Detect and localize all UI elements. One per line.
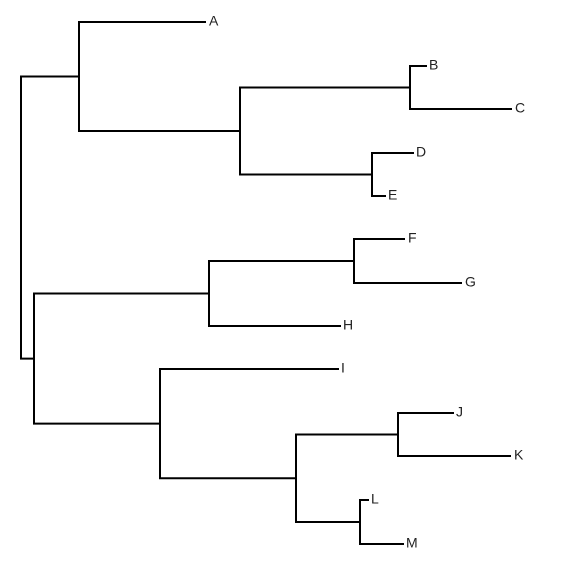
- branch-fghijklm: [33, 292, 210, 425]
- leaf-label-L: L: [371, 491, 379, 507]
- leaf-label-B: B: [429, 57, 438, 73]
- leaf-label-C: C: [515, 100, 525, 116]
- leaf-label-A: A: [209, 13, 219, 29]
- leaf-label-K: K: [514, 447, 524, 463]
- leaf-label-I: I: [341, 360, 345, 376]
- leaf-label-E: E: [388, 187, 397, 203]
- leaf-label-M: M: [406, 535, 418, 551]
- branch-bcde: [239, 86, 411, 176]
- leaf-label-H: H: [343, 317, 353, 333]
- leaf-label-D: D: [416, 144, 426, 160]
- dendrogram-branches: [20, 21, 512, 545]
- branch-jk: [397, 412, 511, 457]
- branch-root: [20, 75, 80, 360]
- branch-ijklm: [159, 368, 339, 480]
- leaf-label-F: F: [408, 230, 417, 246]
- leaf-label-G: G: [465, 274, 476, 290]
- branch-abcde: [78, 21, 241, 132]
- branch-bc: [409, 65, 512, 110]
- dendrogram-labels: A B C D E F G H I J K L M: [209, 13, 525, 551]
- branch-lm: [359, 499, 404, 545]
- branch-fgh: [208, 260, 355, 327]
- branch-jklm: [295, 433, 399, 523]
- leaf-label-J: J: [456, 404, 463, 420]
